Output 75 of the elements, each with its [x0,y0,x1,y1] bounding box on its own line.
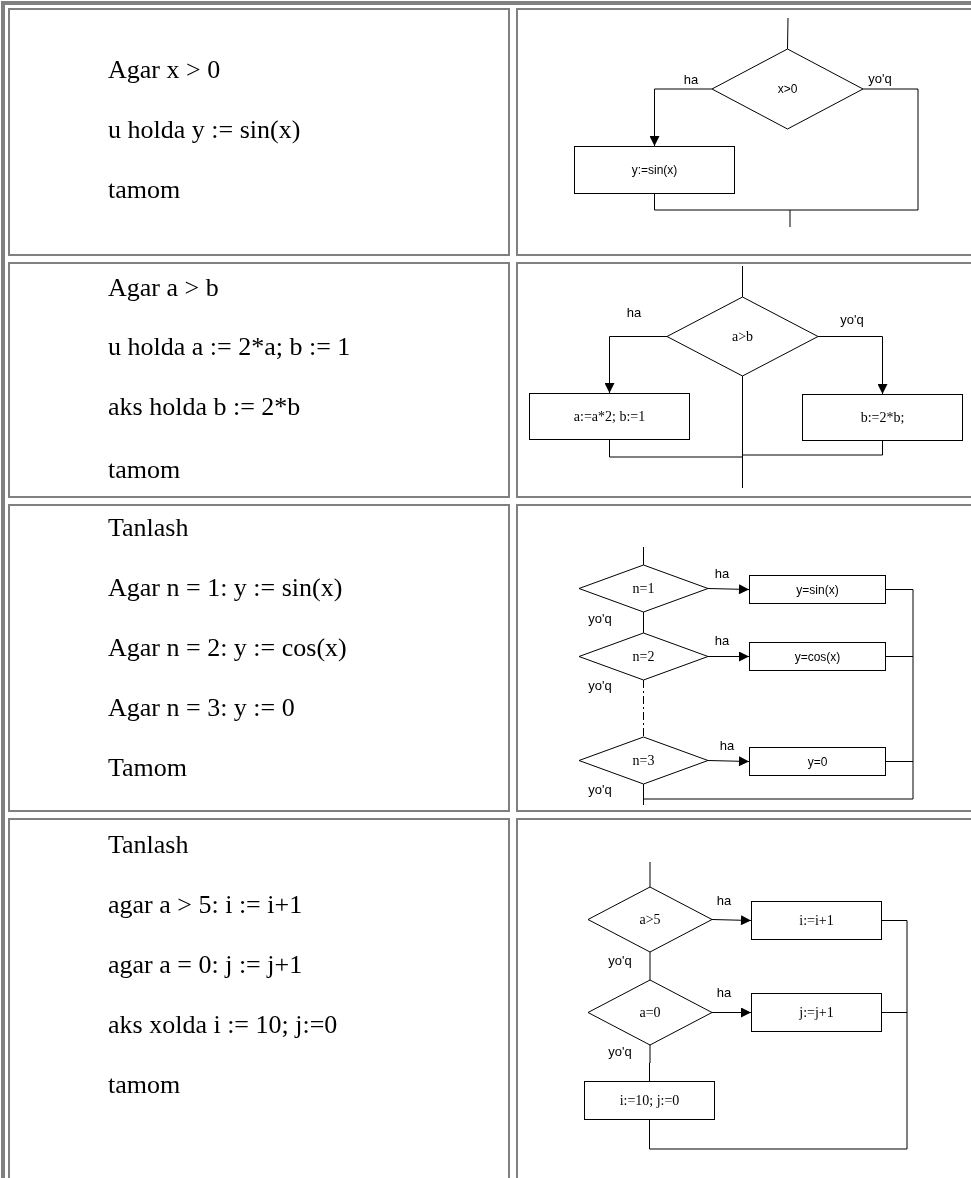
pseudocode-line: tamom [108,455,181,485]
pseudocode-line: Tanlash [108,513,189,543]
decision-diamond: n=3 [579,737,708,784]
pseudocode-line: tamom [108,1070,181,1100]
pseudocode-line: aks xolda i := 10; j:=0 [108,1010,338,1040]
connector-line [787,17,789,50]
edge-label: ha [713,634,731,648]
connector-line [789,88,919,211]
connector-line [643,783,644,806]
arrow [604,336,668,394]
connector-line [649,1044,651,1082]
pseudocode-line: Agar a > b [108,273,219,303]
connector-line [885,761,914,762]
edge-label: yo'q [587,679,613,693]
pseudocode-line: Tamom [108,753,188,783]
pseudocode-line: Agar n = 1: y := sin(x) [108,573,343,603]
edge-label: yo'q [607,1045,633,1059]
process-box: i:=i+1 [751,901,882,940]
process-box: y=cos(x) [749,642,886,671]
decision-diamond: a>b [667,297,818,376]
connector-line [649,1119,908,1150]
arrow [707,756,750,767]
pseudocode-line: Agar x > 0 [108,55,221,85]
edge-label: ha [715,986,733,1000]
connector-line [742,375,743,489]
pseudocode-line: u holda a := 2*a; b := 1 [108,332,351,362]
edge-label: yo'q [839,313,865,327]
process-box: b:=2*b; [802,394,963,441]
edge-label: yo'q [867,72,893,86]
edge-label: yo'q [587,783,613,797]
decision-diamond: x>0 [712,49,863,129]
decision-diamond: n=1 [579,565,708,612]
connector-line [643,679,644,738]
connector-line [609,439,743,458]
pseudocode-line: Tanlash [108,830,189,860]
connector-line [654,193,791,228]
process-box: a:=a*2; b:=1 [529,393,690,440]
pseudocode-line: tamom [108,175,181,205]
arrow [707,584,750,595]
connector-line [649,861,651,888]
process-box: y=0 [749,747,886,776]
decision-diamond: a=0 [588,980,712,1045]
edge-label: ha [715,894,733,908]
pseudocode-line: agar a = 0: j := j+1 [108,950,303,980]
process-box: y=sin(x) [749,575,886,604]
process-box: i:=10; j:=0 [584,1081,715,1120]
connector-line [643,546,644,566]
connector-line [643,611,644,634]
connector-line [885,656,914,657]
decision-diamond: a>5 [588,887,712,952]
pseudocode-line: agar a > 5: i := i+1 [108,890,303,920]
edge-label: ha [713,567,731,581]
connector-line [742,265,743,298]
edge-label: yo'q [587,612,613,626]
edge-label: ha [682,73,700,87]
edge-label: yo'q [607,954,633,968]
arrow [649,88,713,147]
decision-diamond: n=2 [579,633,708,680]
arrow [817,336,888,395]
edge-label: ha [625,306,643,320]
arrow [711,915,752,926]
pseudocode-line: u holda y := sin(x) [108,115,301,145]
connector-line [881,1012,908,1013]
connector-line [742,440,883,456]
edge-label: ha [718,739,736,753]
process-box: y:=sin(x) [574,146,735,194]
pseudocode-line: aks holda b := 2*b [108,392,301,422]
connector-line [643,589,914,800]
pseudocode-line: Agar n = 2: y := cos(x) [108,633,347,663]
connector-line [881,920,908,1150]
arrow [707,651,750,662]
pseudocode-line: Agar n = 3: y := 0 [108,693,295,723]
connector-line [649,951,651,981]
arrow [711,1007,752,1018]
process-box: j:=j+1 [751,993,882,1032]
